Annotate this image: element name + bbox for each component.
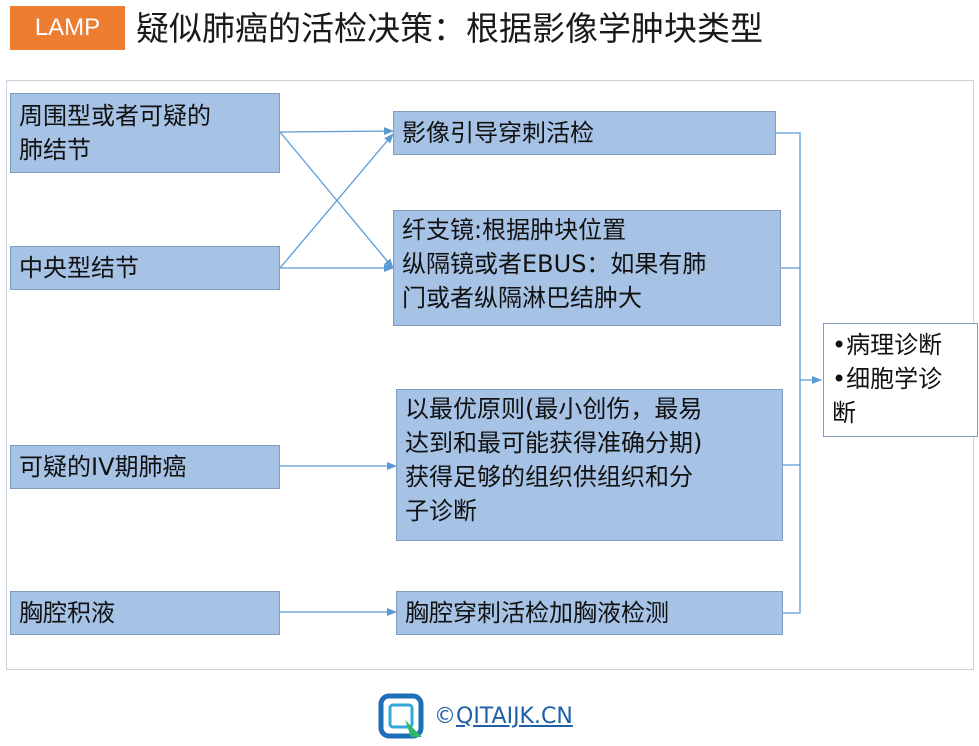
footer: ©QITAIJK.CN bbox=[378, 692, 573, 740]
peripheral-nodule-box: 周围型或者可疑的 肺结节 bbox=[10, 93, 280, 173]
page-title: 疑似肺癌的活检决策：根据影像学肿块类型 bbox=[136, 9, 763, 48]
lamp-badge: LAMP bbox=[10, 6, 125, 50]
arrow-central-to-biopsy bbox=[279, 133, 394, 269]
bronchoscopy-box: 纤支镜:根据肿块位置 纵隔镜或者EBUS：如果有肺 门或者纵隔淋巴结肿大 bbox=[393, 210, 781, 326]
site-link[interactable]: QITAIJK.CN bbox=[456, 703, 573, 729]
pleural-effusion-box: 胸腔积液 bbox=[10, 591, 280, 635]
pathology-diagnosis-item: •病理诊断 bbox=[832, 331, 943, 359]
cytology-diagnosis-item-cont: 断 bbox=[832, 399, 856, 427]
arrow-peripheral-to-biopsy bbox=[279, 127, 394, 136]
cytology-diagnosis-item: •细胞学诊 bbox=[832, 365, 943, 393]
stage-iv-box: 可疑的IV期肺癌 bbox=[10, 445, 280, 489]
central-nodule-box: 中央型结节 bbox=[10, 246, 280, 290]
optimal-principle-box: 以最优原则(最小创伤，最易 达到和最可能获得准确分期) 获得足够的组织供组织和分… bbox=[396, 389, 783, 541]
copyright-text: ©QITAIJK.CN bbox=[434, 704, 573, 729]
diagnosis-result-box: •病理诊断 •细胞学诊 断 bbox=[823, 323, 978, 437]
thoracentesis-box: 胸腔穿刺活检加胸液检测 bbox=[396, 591, 783, 635]
bracket-connector bbox=[776, 132, 801, 614]
qitai-logo-icon bbox=[378, 693, 424, 739]
copyright-symbol: © bbox=[434, 703, 456, 729]
image-guided-biopsy-box: 影像引导穿刺活检 bbox=[393, 111, 776, 155]
